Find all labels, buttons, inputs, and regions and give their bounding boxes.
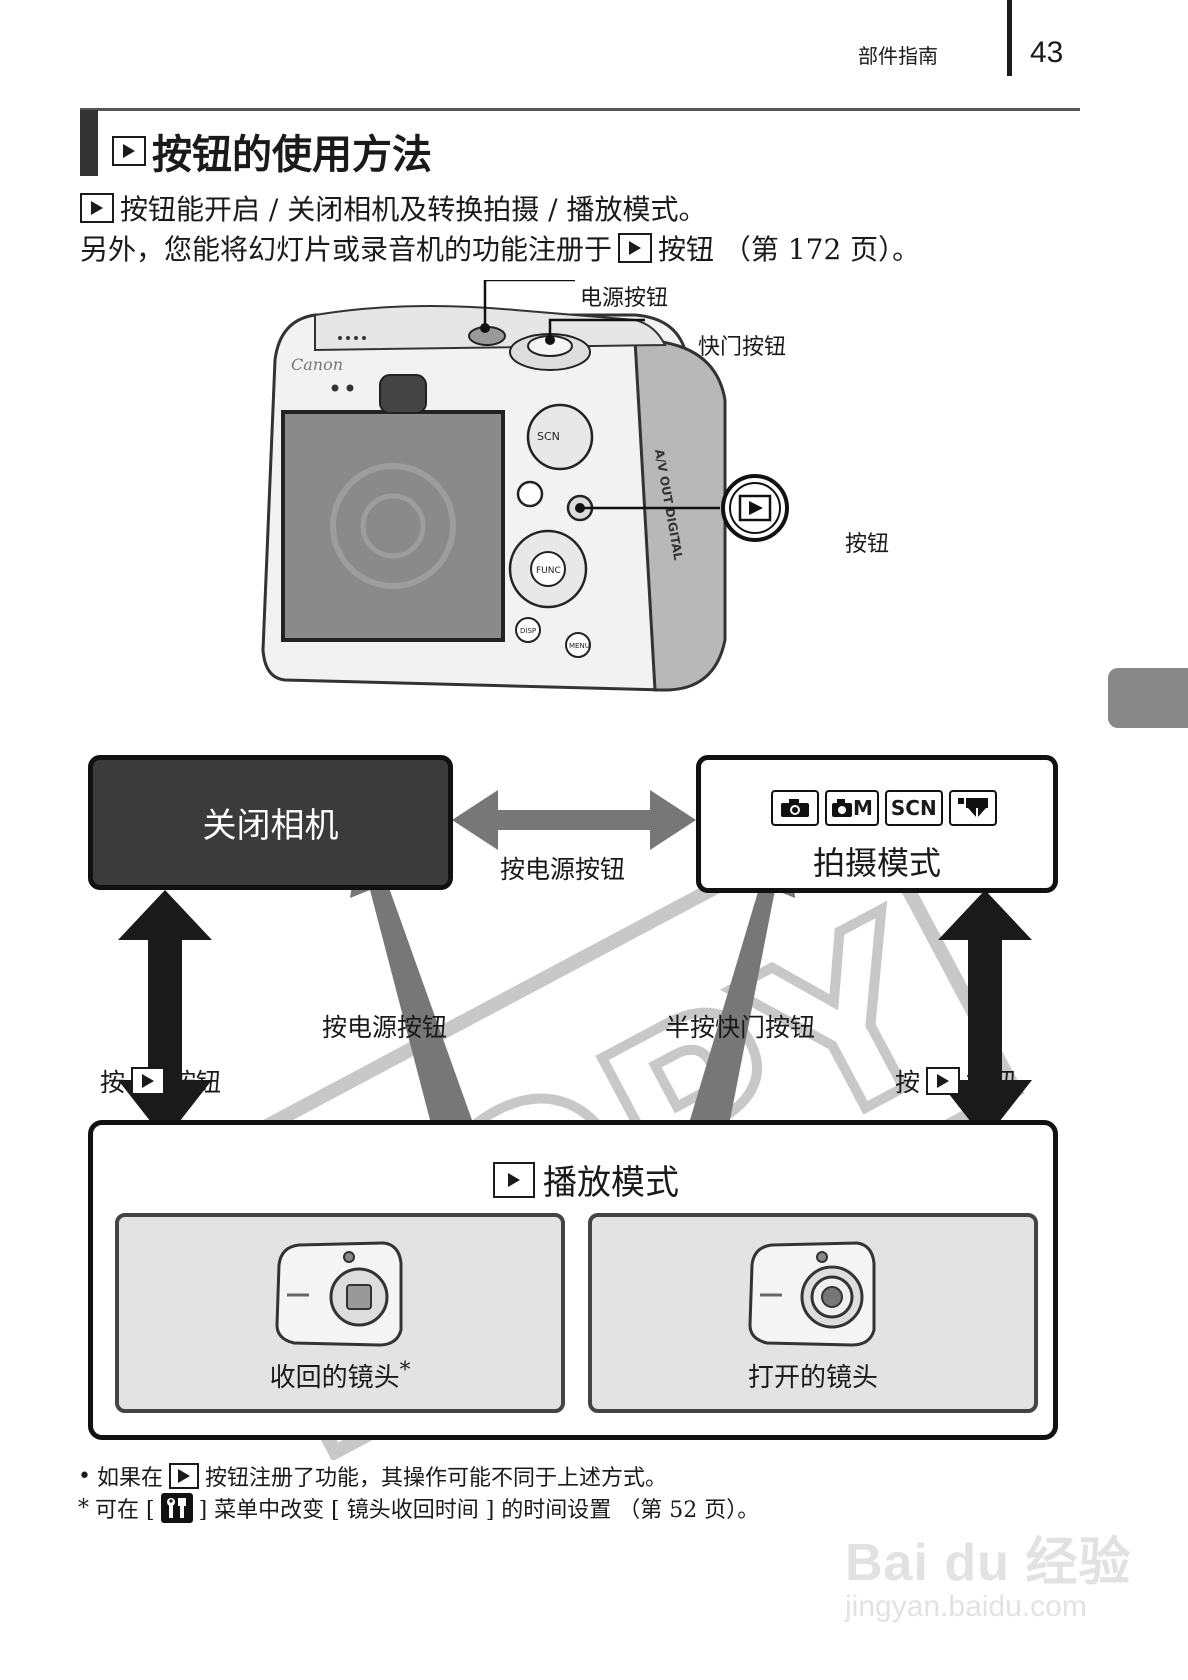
lens-retracted-panel: 收回的镜头*: [115, 1213, 565, 1413]
camera-manual-icon: M: [825, 790, 879, 826]
camera-back-illustration: Canon SCN FUNC DISP MENU A/V OUT DIGITAL: [261, 280, 789, 692]
page-title: 按钮的使用方法: [112, 122, 432, 180]
play-icon: [493, 1161, 535, 1198]
shooting-mode-box: M SCN 拍摄模式: [696, 755, 1058, 893]
label-prefix: 按: [895, 1068, 921, 1097]
label-prefix: 按: [100, 1068, 126, 1097]
chapter-tab: [1108, 668, 1188, 728]
play-icon: [169, 1463, 199, 1489]
page-title-text: 按钮的使用方法: [152, 132, 432, 178]
bullet: •: [78, 1463, 91, 1489]
svg-text:FUNC: FUNC: [536, 566, 561, 576]
play-icon: [80, 193, 114, 223]
camera-lens-extended-illustration: [748, 1241, 876, 1347]
section-name: 部件指南: [858, 44, 938, 68]
lens-extended-label: 打开的镜头: [747, 1363, 878, 1393]
play-icon: [131, 1067, 166, 1095]
play-button-label: 按钮: [845, 532, 890, 557]
play-icon: [618, 233, 653, 263]
asterisk: *: [78, 1495, 89, 1521]
lens-extended-panel: 打开的镜头: [588, 1213, 1038, 1413]
camera-lens-retracted-illustration: [275, 1241, 403, 1347]
shooting-mode-label: 拍摄模式: [812, 844, 941, 882]
shutter-button-label: 快门按钮: [698, 335, 787, 360]
title-rule: [80, 108, 1080, 111]
footnote-1-after: 按钮注册了功能，其操作可能不同于上述方式。: [205, 1466, 668, 1491]
power-button-label: 电源按钮: [580, 286, 669, 311]
camera-off-box: 关闭相机: [88, 755, 453, 890]
baidu-watermark-url: jingyan.baidu.com: [845, 1590, 1087, 1623]
lens-retracted-label: 收回的镜头*: [269, 1357, 411, 1393]
footnote-1-before: 如果在: [96, 1466, 163, 1491]
arrow-label-power-top: 按电源按钮: [500, 855, 626, 884]
header-divider: [1007, 0, 1012, 76]
label-suffix: 按钮: [966, 1068, 1017, 1097]
shooting-mode-icons: M SCN: [771, 790, 997, 826]
intro-line-2-before: 另外，您能将幻灯片或录音机的功能注册于: [80, 233, 613, 266]
intro-line-2: 另外，您能将幻灯片或录音机的功能注册于 按钮 （第 172 页）。: [80, 228, 920, 268]
footnote-2-before: 可在 [: [95, 1498, 155, 1523]
arrow-label-play-left: 按 按钮: [100, 1063, 221, 1099]
playback-mode-box: 播放模式 收回的镜头* 打开的镜头: [88, 1120, 1058, 1440]
camera-auto-icon: [771, 790, 819, 826]
playback-mode-title: 播放模式: [493, 1155, 679, 1204]
footnote-1: • 如果在 按钮注册了功能，其操作可能不同于上述方式。: [78, 1460, 667, 1492]
svg-text:SCN: SCN: [537, 430, 560, 443]
play-icon: [926, 1067, 961, 1095]
settings-menu-icon: [160, 1493, 193, 1523]
intro-line-1-text: 按钮能开启 / 关闭相机及转换拍摄 / 播放模式。: [120, 193, 707, 226]
scn-icon: SCN: [884, 790, 943, 826]
arrow-label-power-left: 按电源按钮: [322, 1013, 448, 1042]
footnote-2-after: ] 菜单中改变 [ 镜头收回时间 ] 的时间设置 （第 52 页）。: [198, 1498, 760, 1523]
svg-text:MENU: MENU: [569, 642, 590, 650]
playback-mode-label: 播放模式: [543, 1163, 679, 1203]
footnote-2: * 可在 [ ] 菜单中改变 [ 镜头收回时间 ] 的时间设置 （第 52 页）…: [78, 1492, 759, 1524]
movie-icon: [948, 790, 997, 826]
manual-mode-letter: M: [853, 796, 873, 820]
label-suffix: 按钮: [171, 1068, 222, 1097]
baidu-watermark-logo: Bai du 经验: [845, 1534, 1132, 1592]
page-number: 43: [1030, 36, 1064, 69]
arrow-label-shutter-right: 半按快门按钮: [665, 1013, 816, 1042]
arrow-label-play-right: 按 按钮: [895, 1063, 1016, 1099]
svg-text:Canon: Canon: [291, 355, 343, 374]
intro-line-1: 按钮能开启 / 关闭相机及转换拍摄 / 播放模式。: [80, 188, 706, 228]
svg-text:DISP: DISP: [520, 627, 536, 635]
play-icon: [112, 136, 146, 166]
title-accent-bar: [80, 110, 98, 176]
intro-line-2-after: 按钮 （第 172 页）。: [658, 233, 921, 266]
